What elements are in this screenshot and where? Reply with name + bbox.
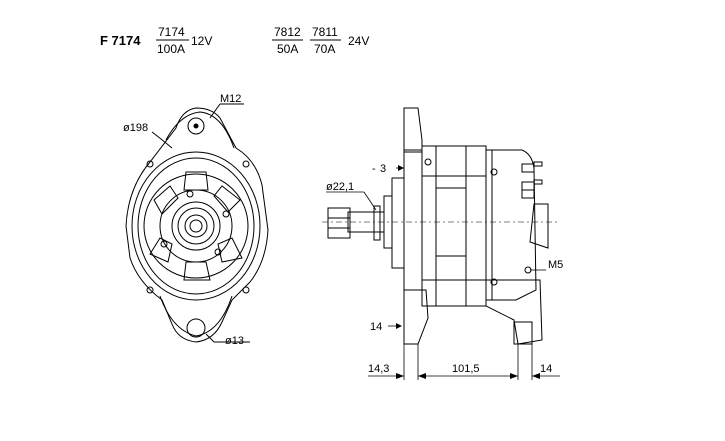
regulator <box>529 203 549 249</box>
thread-label: M12 <box>220 93 241 105</box>
hub-screw <box>222 210 230 218</box>
terminal <box>521 189 535 199</box>
fan-blades <box>149 171 243 281</box>
leader-diameter <box>151 131 173 149</box>
top-mount-hole-center <box>193 123 199 129</box>
top-mount-hole <box>187 117 205 135</box>
leader-m12 <box>209 103 221 119</box>
variant-3-amperage: 70A <box>314 42 335 56</box>
rear-bracket-foot <box>513 321 533 345</box>
bottom-lug <box>159 295 233 337</box>
fan-blade <box>153 185 179 215</box>
m5-label: M5 <box>548 259 563 271</box>
arrowheads <box>396 165 540 379</box>
housing-bolt <box>146 286 154 294</box>
variant-1-amperage: 100A <box>157 42 185 56</box>
hub-screw <box>186 190 194 198</box>
arrow <box>398 165 404 171</box>
hole-label: ø13 <box>225 335 244 347</box>
front-ear-top <box>403 107 423 153</box>
diameter-label: ø198 <box>123 122 148 134</box>
variant-3-number: 7811 <box>312 25 338 39</box>
arrow <box>418 373 426 379</box>
top-lug <box>165 111 235 149</box>
pulley-disc <box>391 177 405 269</box>
hub-outer <box>171 201 221 251</box>
body-bolt <box>490 278 498 286</box>
housing-inner-ring <box>137 157 255 295</box>
front-plate <box>403 149 423 291</box>
voltage-12: 12V <box>191 34 212 48</box>
fan-blade <box>217 237 243 263</box>
arrow <box>510 373 518 379</box>
terminal <box>521 181 535 191</box>
hub-screw <box>160 240 168 248</box>
leader-pulley <box>363 191 377 211</box>
terminal-stud <box>533 179 543 185</box>
arrow <box>396 323 402 329</box>
offset-minus: - <box>372 163 376 175</box>
dim-right-label: 14 <box>540 363 552 375</box>
shaft-nut <box>327 207 351 239</box>
body-bolt <box>424 158 432 166</box>
front-view <box>125 107 269 343</box>
housing-ring <box>131 151 261 301</box>
voltage-24: 24V <box>348 34 369 48</box>
terminal <box>521 163 535 173</box>
body-bolt <box>490 168 498 176</box>
arrow <box>396 373 404 379</box>
hub-mid <box>177 207 215 245</box>
side-view-dimensions <box>326 167 560 380</box>
washer <box>373 205 381 241</box>
mount-label: 14 <box>370 321 382 333</box>
fan-blade <box>149 237 173 263</box>
terminal-stud <box>533 161 543 167</box>
rear-housing <box>485 149 537 301</box>
fan-blade <box>183 261 211 281</box>
product-code: F 7174 <box>100 33 141 48</box>
variant-1-number: 7174 <box>158 25 185 39</box>
housing-bolt <box>242 160 250 168</box>
housing-bolt <box>242 286 250 294</box>
header: F 7174 7174 100A 12V 7812 50A 7811 70A 2… <box>100 25 369 56</box>
pulley-diameter-label: ø22,1 <box>326 181 354 193</box>
front-ear-bottom <box>403 289 429 345</box>
front-view-annotations <box>151 103 250 343</box>
shaft <box>189 219 203 233</box>
housing-bolt <box>146 160 154 168</box>
variant-2-number: 7812 <box>274 25 301 39</box>
hub-screw <box>214 248 222 256</box>
arrow <box>532 373 540 379</box>
leader-hole <box>205 333 215 343</box>
stator-body <box>421 145 487 307</box>
dim-left-label: 14,3 <box>368 363 389 375</box>
offset-label: 3 <box>380 163 386 175</box>
bottom-mount-hole <box>186 318 206 338</box>
variant-2-amperage: 50A <box>277 42 298 56</box>
fan-blade <box>183 171 209 191</box>
side-view <box>327 107 549 345</box>
dim-mid-label: 101,5 <box>452 363 480 375</box>
housing-outline <box>125 107 269 343</box>
fan-outer-ring <box>143 173 249 279</box>
hub-nut <box>184 214 208 238</box>
